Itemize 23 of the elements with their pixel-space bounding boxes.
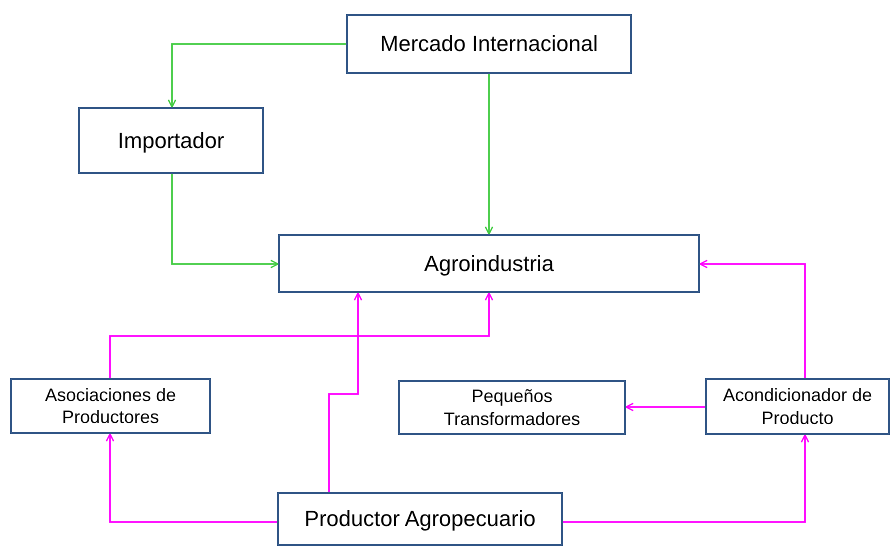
- node-label: Importador: [118, 126, 224, 154]
- node-label: Pequeños Transformadores: [442, 385, 582, 430]
- arrow: [168, 43, 346, 108]
- node-label: Mercado Internacional: [380, 30, 598, 58]
- process-box: [346, 14, 632, 74]
- node-label: Acondicionador de Producto: [722, 384, 874, 429]
- process-box: [705, 378, 890, 435]
- arrow: [109, 292, 494, 378]
- arrow: [699, 260, 806, 378]
- arrow: [484, 74, 494, 235]
- process-box: [277, 492, 563, 546]
- process-box: [78, 107, 264, 174]
- process-box: [398, 380, 626, 435]
- arrow: [563, 434, 810, 523]
- arrow: [328, 292, 362, 492]
- process-box: [10, 378, 211, 434]
- node-label: Asociaciones de Productores: [44, 384, 178, 428]
- node-label: Productor Agropecuario: [304, 505, 536, 533]
- arrow: [106, 433, 277, 523]
- process-box: [278, 234, 700, 293]
- arrow: [625, 402, 705, 412]
- node-label: Agroindustria: [424, 250, 554, 278]
- arrow: [171, 174, 279, 268]
